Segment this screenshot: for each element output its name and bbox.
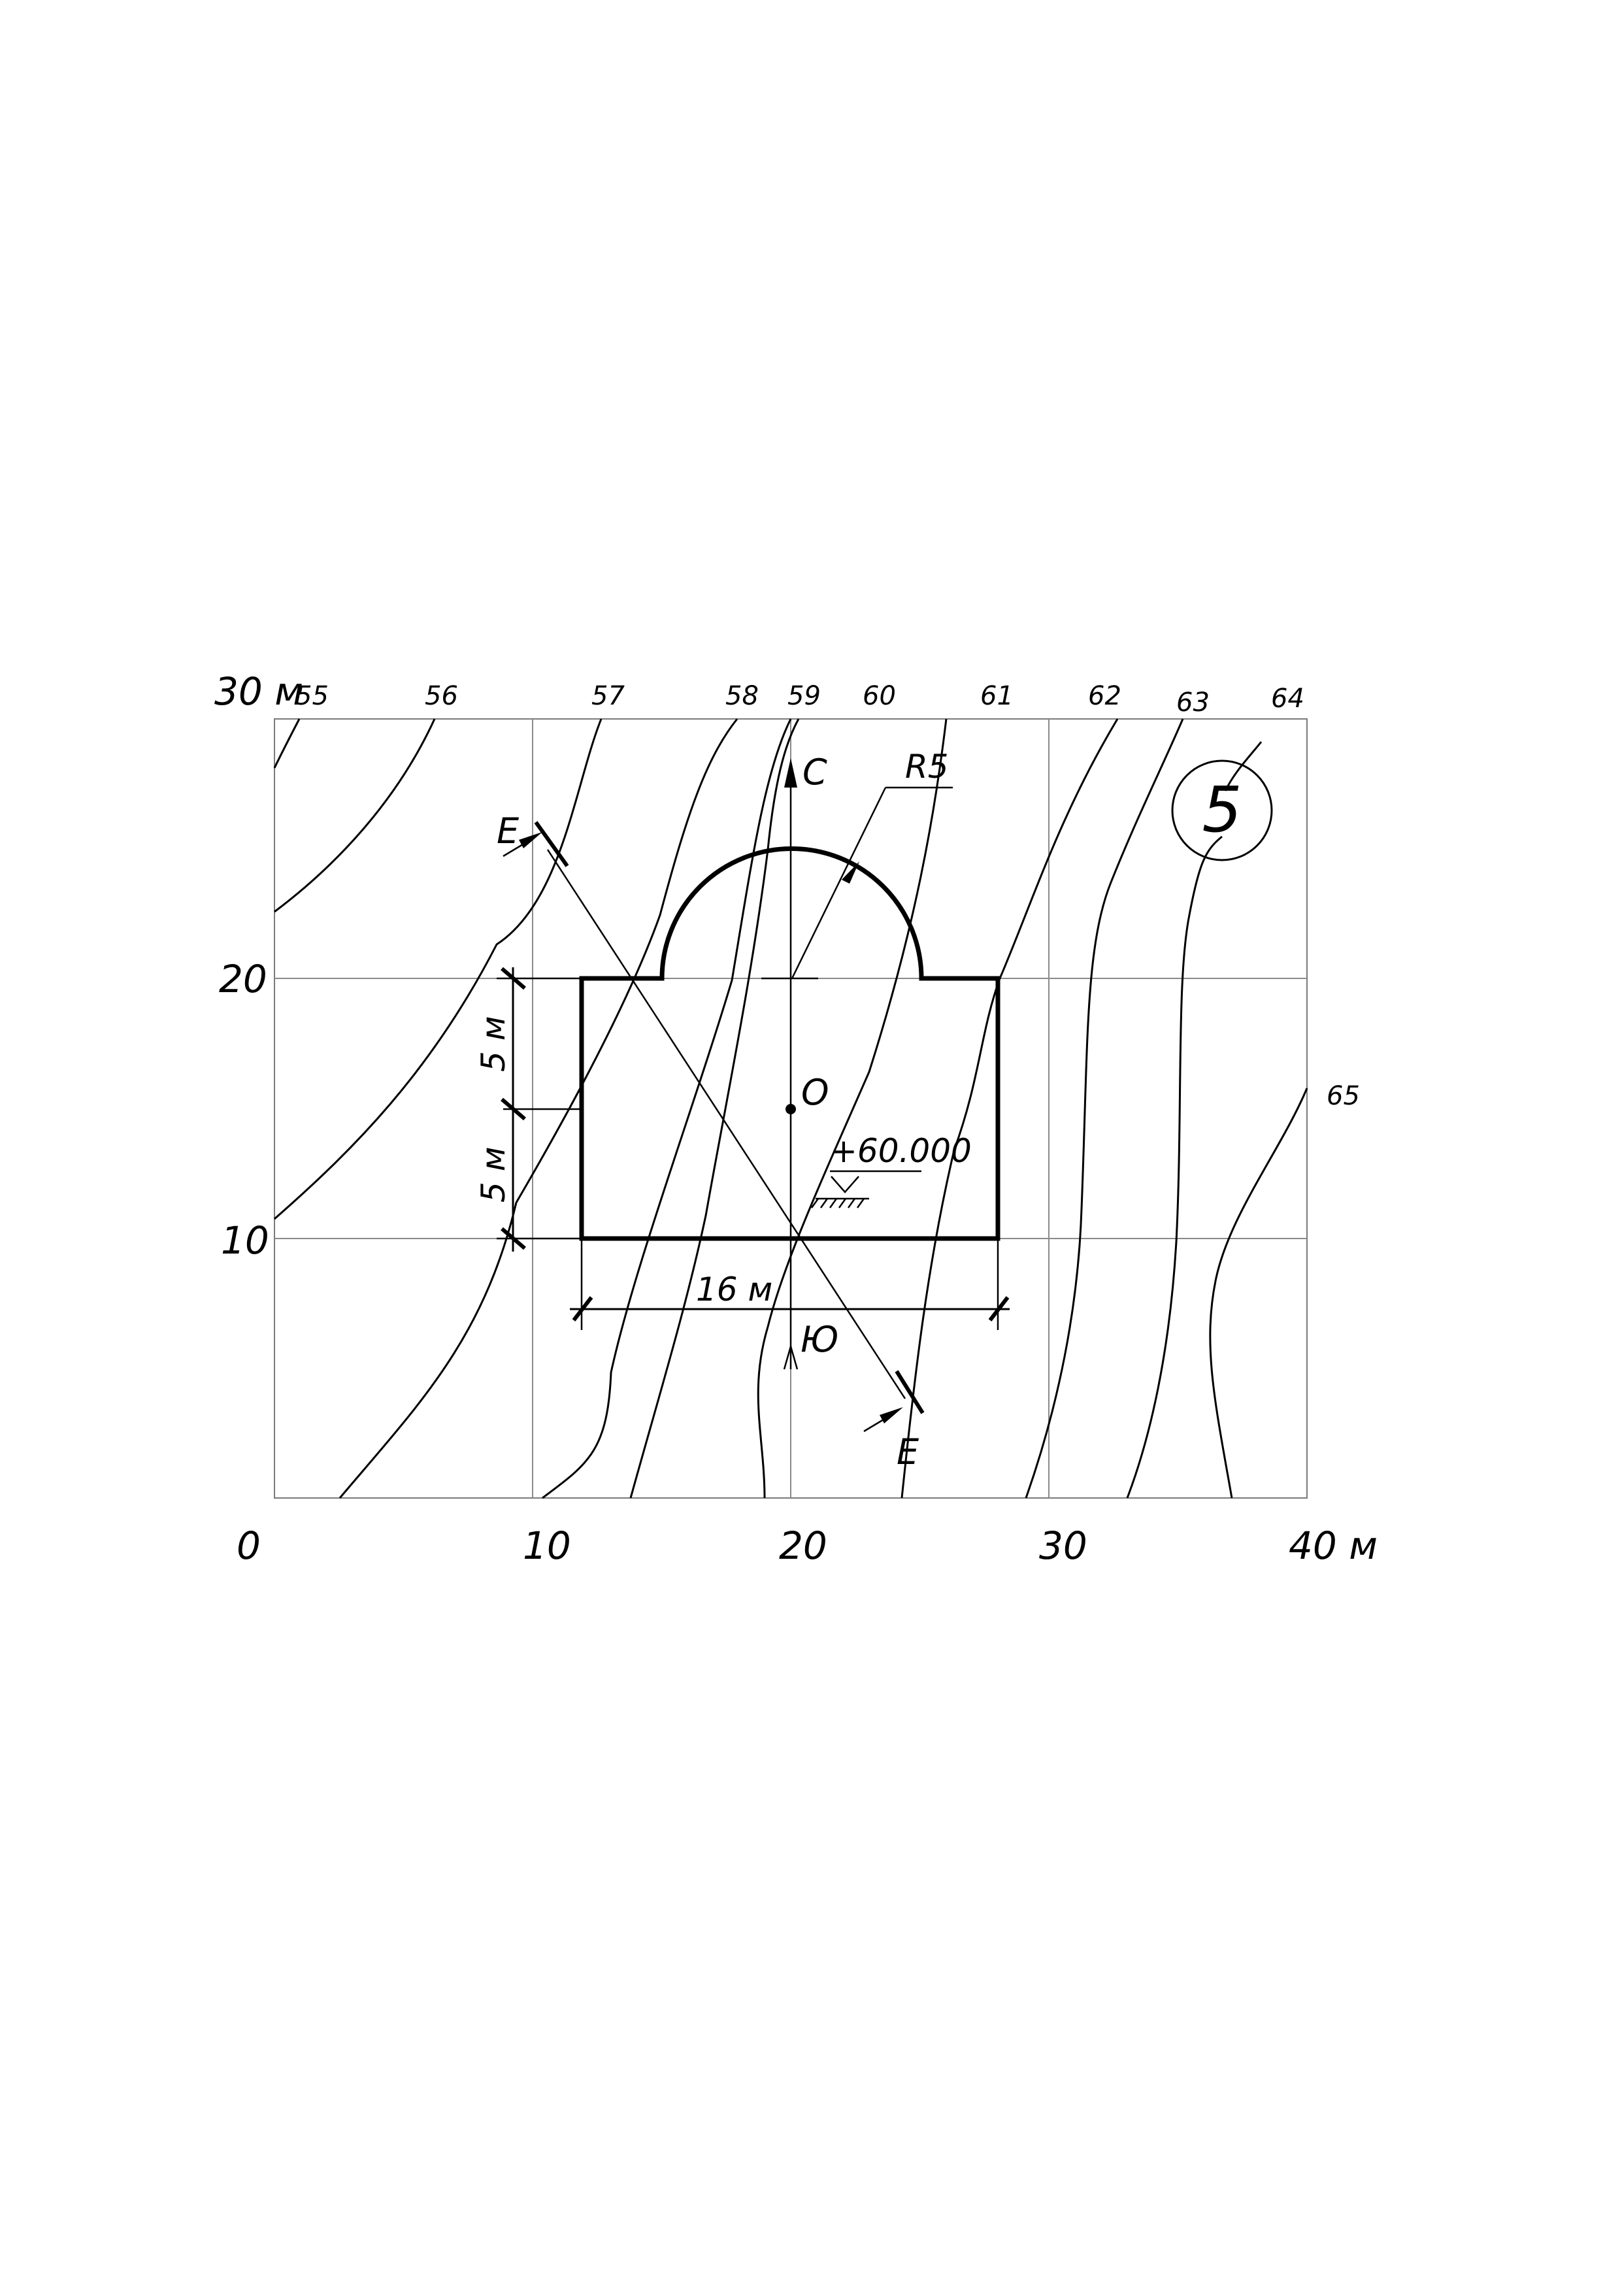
section-start-arrow-icon <box>519 832 542 848</box>
section-end-label: Е <box>897 1431 919 1472</box>
section-line <box>503 821 925 1433</box>
contour-lines <box>273 718 1308 1499</box>
contour-label-57: 57 <box>591 681 625 711</box>
contour-63 <box>1126 835 1223 1499</box>
contour-label-55: 55 <box>295 681 329 711</box>
height-dim-tick-mid <box>501 1097 526 1121</box>
contour-label-58: 58 <box>725 681 759 711</box>
contour-56 <box>274 718 436 913</box>
building-labels: O R5 +60.000 16 м 5 м 5 м С Ю Е Е <box>474 748 972 1472</box>
height-dim-label-upper: 5 м <box>474 1016 512 1072</box>
contour-label-62: 62 <box>1088 681 1121 711</box>
contour-label-60: 60 <box>863 681 896 711</box>
section-end-arrow-tail <box>863 1418 884 1433</box>
north-label: С <box>802 752 827 793</box>
elevation-label: +60.000 <box>830 1132 972 1170</box>
section-cut-line <box>546 849 906 1399</box>
building <box>579 758 1000 1370</box>
section-end-bar <box>895 1370 925 1414</box>
contour-label-61: 61 <box>980 681 1014 711</box>
sheet-number-circle <box>1171 759 1273 861</box>
section-start-arrow-tail <box>503 843 523 857</box>
x-tick-10: 10 <box>523 1523 571 1568</box>
center-point <box>785 1104 796 1114</box>
south-arrow-icon <box>783 1343 799 1370</box>
contour-label-65: 65 <box>1327 1081 1360 1111</box>
height-dim-tick-bottom <box>501 1227 526 1250</box>
contour-57 <box>274 718 603 1220</box>
x-tick-40: 40 м <box>1289 1523 1378 1568</box>
radius-label: R5 <box>905 748 949 786</box>
sheet-number: 5 <box>1202 773 1242 846</box>
height-dim-tick-top <box>501 967 526 990</box>
radius-arrow-icon <box>842 861 859 884</box>
ground-hatch <box>810 1198 865 1208</box>
y-tick-10: 10 <box>221 1218 269 1263</box>
contour-label-59: 59 <box>787 681 821 711</box>
axis-labels: 0 10 20 30 40 м 10 20 30 м <box>214 669 1378 1568</box>
x-tick-0: 0 <box>237 1523 261 1568</box>
elevation-mark <box>810 1170 921 1208</box>
contour-label-63: 63 <box>1176 688 1210 718</box>
contour-60 <box>757 718 948 1499</box>
section-start-label: Е <box>497 810 520 852</box>
contour-62 <box>1025 718 1184 1499</box>
contour-59 <box>629 718 800 1499</box>
height-dim-label-lower: 5 м <box>474 1147 512 1203</box>
contour-label-64: 64 <box>1271 684 1304 714</box>
y-tick-20: 20 <box>219 957 267 1001</box>
section-end-arrow-icon <box>880 1407 903 1423</box>
contour-labels: 55 56 57 58 59 60 61 62 63 64 65 <box>295 681 1360 1111</box>
north-arrow-icon <box>784 758 797 788</box>
radius-leader <box>791 787 887 979</box>
contour-58b <box>542 718 792 1499</box>
dimensions <box>497 967 1010 1330</box>
contour-61 <box>901 718 1119 1499</box>
section-start-bar <box>534 821 569 867</box>
x-tick-20: 20 <box>779 1523 827 1568</box>
south-label: Ю <box>801 1319 838 1360</box>
contour-65 <box>1209 1088 1308 1499</box>
width-dim-tick-right <box>988 1296 1010 1322</box>
center-label: O <box>801 1072 829 1113</box>
contour-label-56: 56 <box>425 681 458 711</box>
building-outline <box>579 846 1000 1241</box>
width-dim-tick-left <box>572 1296 593 1322</box>
contour-55 <box>273 718 301 769</box>
elevation-triangle-icon <box>831 1176 859 1193</box>
width-dim-label: 16 м <box>696 1271 772 1308</box>
contour-58a <box>339 718 738 1499</box>
y-tick-30: 30 м <box>214 669 303 714</box>
x-tick-30: 30 <box>1039 1523 1087 1568</box>
